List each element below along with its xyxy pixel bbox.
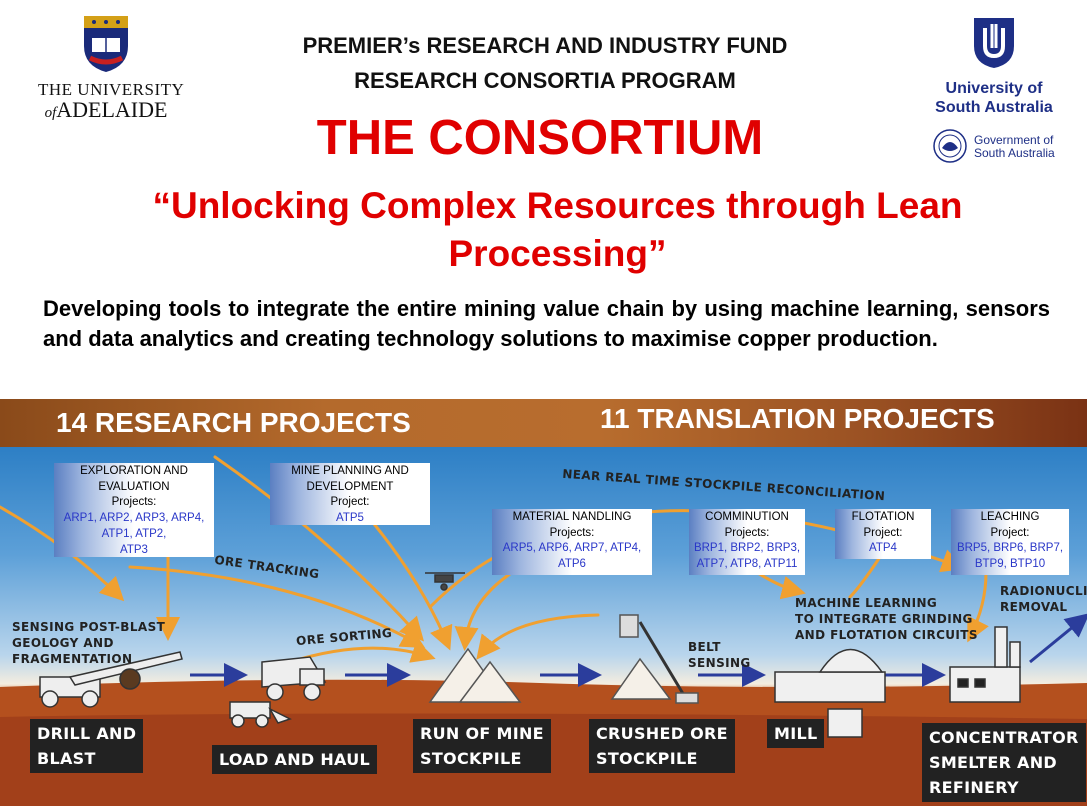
machine-learning-annotation: MACHINE LEARNING TO INTEGRATE GRINDING A…: [795, 596, 978, 642]
flotation-box: FLOTATION Project: ATP4: [835, 509, 931, 559]
translation-projects-heading: 11 TRANSLATION PROJECTS: [600, 403, 995, 434]
load-and-haul-label: LOAD AND HAUL: [212, 745, 378, 774]
research-projects-heading: 14 RESEARCH PROJECTS: [56, 407, 411, 438]
concentrator-smelter-refinery-label: CONCENTRATOR SMELTER AND REFINERY: [922, 723, 1086, 802]
government-of-south-australia-logo: Government of South Australia: [932, 128, 1072, 166]
description-paragraph: Developing tools to integrate the entire…: [43, 296, 1050, 351]
haul-truck-icon: [261, 656, 327, 701]
sensing-annotation: SENSING POST-BLAST GEOLOGY AND FRAGMENTA…: [12, 620, 166, 666]
projects-banner: 14 RESEARCH PROJECTS 11 TRANSLATION PROJ…: [0, 399, 1087, 447]
university-of-adelaide-logo: THE UNIVERSITY ofADELAIDE: [38, 12, 185, 121]
mill-label: MILL: [767, 719, 825, 748]
belt-sensing-annotation: BELT SENSING: [688, 640, 751, 670]
unisa-shield-icon: [974, 18, 1014, 68]
subtitle: “Unlocking Complex Resources through Lea…: [152, 185, 963, 274]
fund-header: PREMIER’s RESEARCH AND INDUSTRY FUND RES…: [240, 28, 850, 98]
page-title: THE CONSORTIUM: [316, 111, 764, 165]
drone-icon: [425, 572, 465, 591]
gov-name: Government of South Australia: [974, 133, 1055, 160]
drill-and-blast-label: DRILL AND BLAST: [30, 719, 144, 773]
crushed-ore-pile-icon: [610, 614, 699, 704]
uoa-name-line1: THE UNIVERSITY: [38, 80, 185, 99]
loader-icon: [229, 701, 292, 728]
sa-government-seal-icon: [933, 129, 967, 163]
radionuclide-removal-annotation: RADIONUCLIDE REMOVAL: [1000, 584, 1087, 614]
leaching-box: LEACHING Project: BRP5, BRP6, BRP7, BTP9…: [951, 509, 1069, 575]
material-handling-box: MATERIAL NANDLING Projects: ARP5, ARP6, …: [492, 509, 652, 575]
uoa-name-line2: ofADELAIDE: [44, 97, 168, 122]
comminution-box: COMMINUTION Projects: BRP1, BRP2, BRP3, …: [689, 509, 805, 575]
concentrator-plant-icon: [949, 626, 1021, 703]
mining-value-chain-illustration: EXPLORATION AND EVALUATION Projects: ARP…: [0, 447, 1087, 806]
mill-plant-icon: [774, 648, 886, 738]
crushed-ore-stockpile-label: CRUSHED ORE STOCKPILE: [589, 719, 735, 773]
unisa-logo: University of South Australia: [928, 16, 1060, 117]
exploration-evaluation-box: EXPLORATION AND EVALUATION Projects: ARP…: [54, 463, 214, 557]
run-of-mine-stockpile-label: RUN OF MINE STOCKPILE: [413, 719, 551, 773]
fund-line2: RESEARCH CONSORTIA PROGRAM: [354, 68, 736, 93]
unisa-name: University of South Australia: [935, 80, 1053, 116]
process-flow-arrows: [190, 613, 1087, 687]
drill-rig-icon: [39, 651, 183, 708]
mine-planning-development-box: MINE PLANNING AND DEVELOPMENT Project: A…: [270, 463, 430, 525]
fund-line1: PREMIER’s RESEARCH AND INDUSTRY FUND: [302, 33, 788, 58]
run-of-mine-pile-icon: [428, 647, 522, 703]
adelaide-crest-icon: [84, 16, 128, 72]
